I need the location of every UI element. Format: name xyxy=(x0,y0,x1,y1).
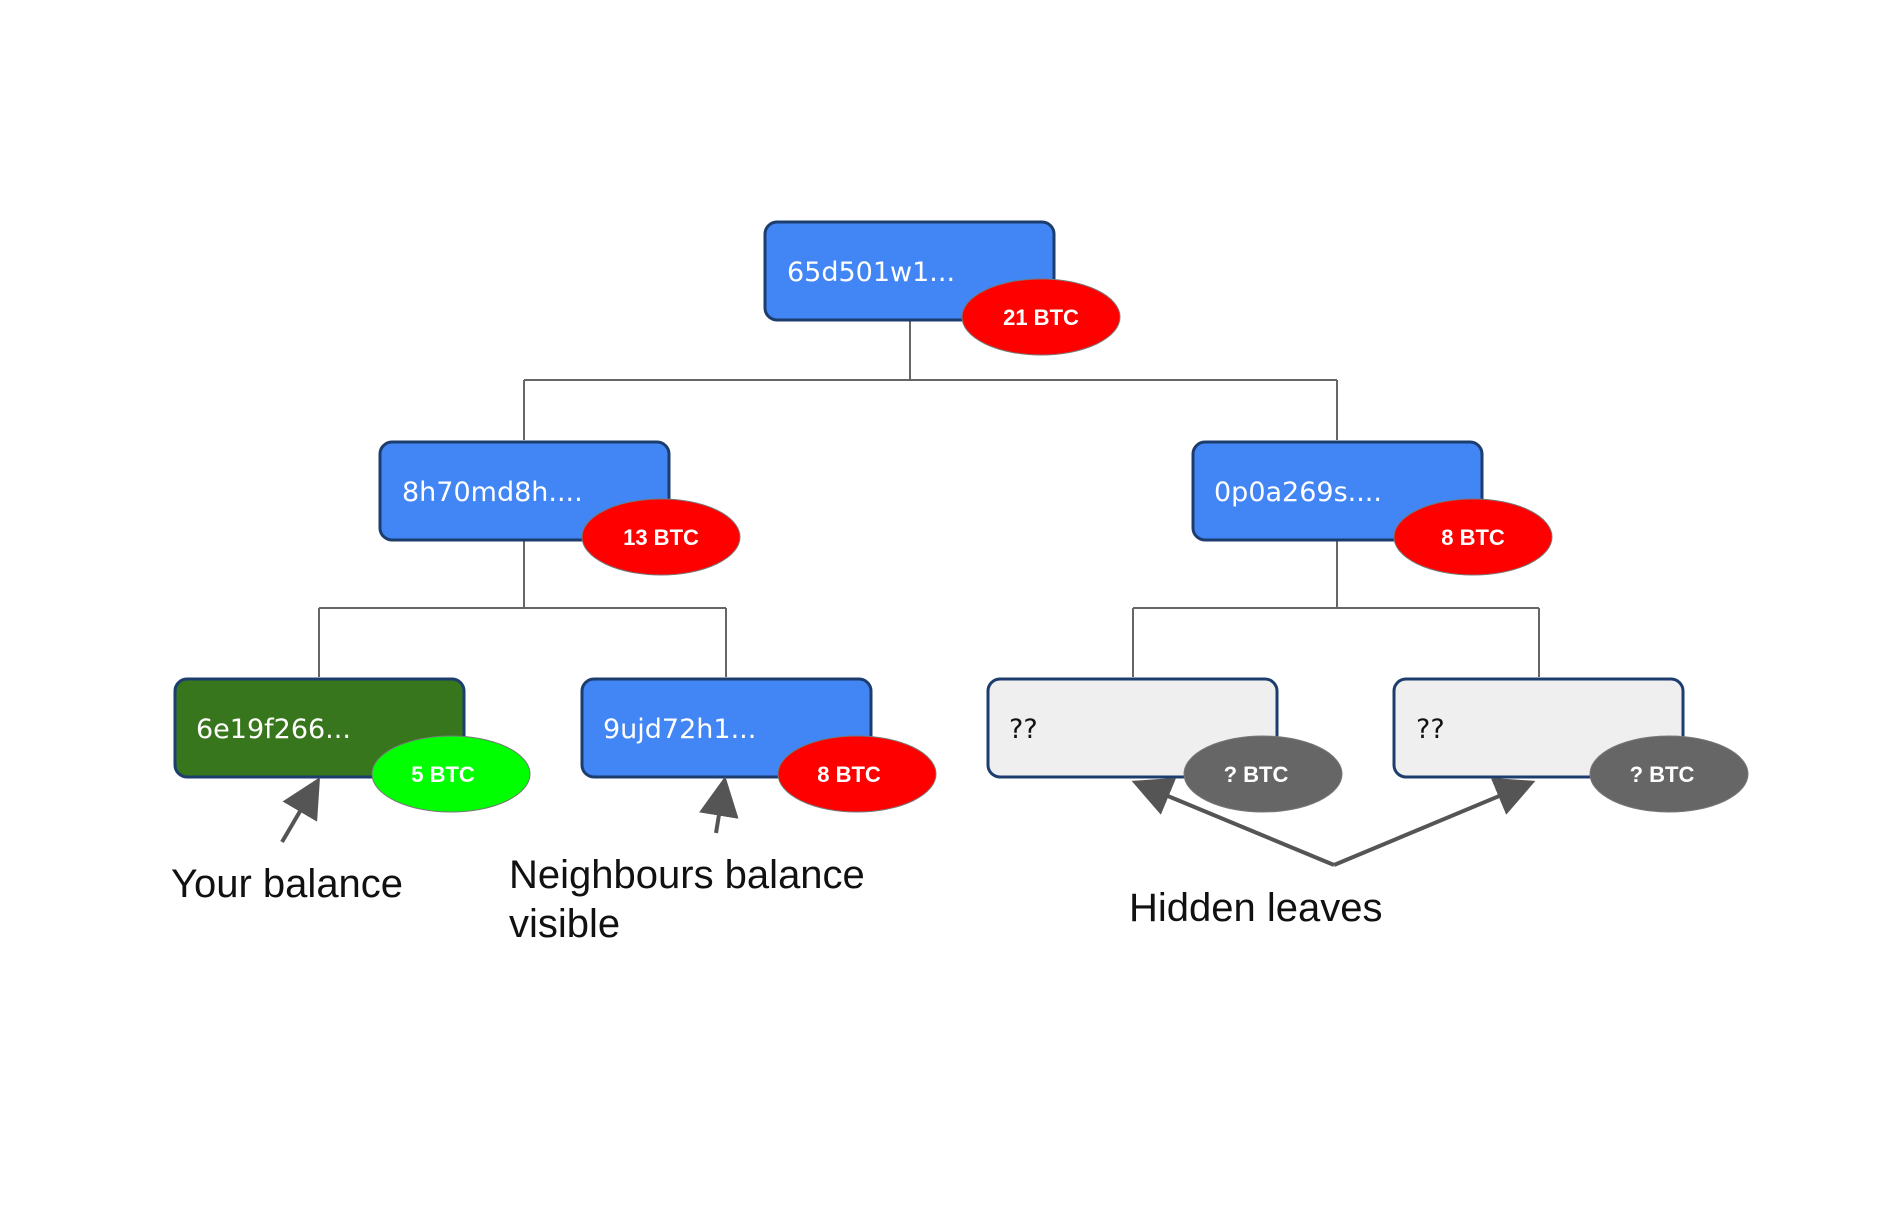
arrow-hidden-leaf-2 xyxy=(1333,777,1536,867)
left-internal-balance-label: 13 BTC xyxy=(623,525,699,550)
root-balance-badge xyxy=(961,278,1121,356)
connector-right-children xyxy=(1132,540,1540,677)
arrow-hidden-leaf-1 xyxy=(1131,777,1335,867)
leaf-neighbour-balance-label: 8 BTC xyxy=(817,762,881,787)
right-internal-node: 0p0a269s.... 8 BTC xyxy=(1191,440,1553,576)
left-internal-node-hash: 8h70md8h.... xyxy=(402,477,583,508)
arrow-neighbours-balance xyxy=(699,776,739,834)
annotation-arrows xyxy=(280,776,1536,867)
left-internal-node: 8h70md8h.... 13 BTC xyxy=(378,440,741,576)
root-balance-label: 21 BTC xyxy=(1003,305,1079,330)
right-internal-balance-label: 8 BTC xyxy=(1441,525,1505,550)
leaf-node-hidden-1: ?? ? BTC xyxy=(986,677,1343,813)
arrow-your-balance xyxy=(280,777,321,844)
root-node: 65d501w1... 21 BTC xyxy=(763,220,1121,356)
leaf-node-hidden-1-hash: ?? xyxy=(1009,714,1038,745)
root-node-hash: 65d501w1... xyxy=(787,257,955,288)
leaf-node-neighbour-hash: 9ujd72h1... xyxy=(603,714,756,745)
connector-root-children xyxy=(523,320,1338,440)
tree-connectors xyxy=(318,320,1540,677)
caption-your-balance: Your balance xyxy=(171,862,403,906)
leaf-node-neighbour: 9ujd72h1... 8 BTC xyxy=(580,677,937,813)
caption-hidden-leaves: Hidden leaves xyxy=(1129,886,1383,930)
left-internal-balance-badge xyxy=(581,498,741,576)
caption-neighbours-balance-line1: Neighbours balance xyxy=(509,853,865,897)
leaf-yours-balance-badge xyxy=(371,735,531,813)
leaf-hidden-1-balance-label: ? BTC xyxy=(1224,762,1289,787)
leaf-hidden-2-balance-label: ? BTC xyxy=(1630,762,1695,787)
caption-neighbours-balance-line2: visible xyxy=(509,902,620,946)
connector-left-children xyxy=(318,540,727,677)
leaf-node-hidden-2-hash: ?? xyxy=(1416,714,1445,745)
leaf-node-yours-hash: 6e19f266... xyxy=(196,714,351,745)
right-internal-balance-badge xyxy=(1393,498,1553,576)
leaf-yours-balance-label: 5 BTC xyxy=(411,762,475,787)
leaf-node-yours: 6e19f266... 5 BTC xyxy=(173,677,531,813)
right-internal-node-hash: 0p0a269s.... xyxy=(1214,477,1382,508)
leaf-hidden-1-balance-badge xyxy=(1183,735,1343,813)
leaf-node-hidden-2: ?? ? BTC xyxy=(1392,677,1749,813)
leaf-neighbour-balance-badge xyxy=(777,735,937,813)
leaf-hidden-2-balance-badge xyxy=(1589,735,1749,813)
